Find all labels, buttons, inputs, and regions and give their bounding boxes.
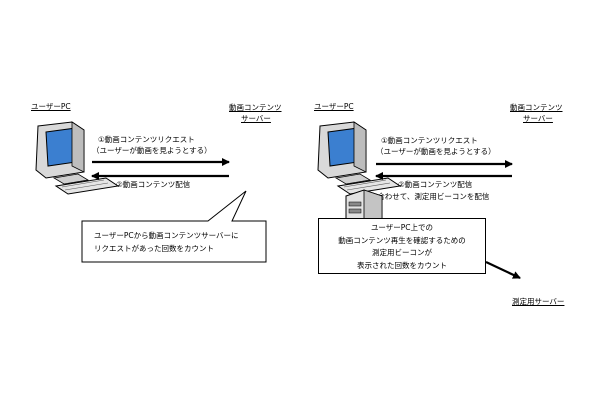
left-callout-line1: ユーザーPCから動画コンテンツサーバーに [94, 231, 239, 240]
measurement-server-label: 測定用サーバー [512, 297, 565, 306]
left-request-label-line2: （ユーザーが動画を見ようとする） [92, 146, 212, 155]
left-callout-text: ユーザーPCから動画コンテンツサーバーに リクエストがあった回数をカウント [82, 221, 266, 262]
left-user-pc-label: ユーザーPC [31, 102, 71, 111]
right-user-pc-label: ユーザーPC [314, 102, 354, 111]
right-server-label-line1: 動画コンテンツ [510, 103, 563, 112]
beacon-arrow [485, 261, 521, 279]
left-server-label-line2: サーバー [241, 114, 271, 123]
left-callout-line2: リクエストがあった回数をカウント [94, 244, 214, 253]
left-server-label-line1: 動画コンテンツ [229, 103, 282, 112]
right-callout-line3: 測定用ビーコンが [372, 248, 432, 257]
right-callout-box: ユーザーPC上での 動画コンテンツ再生を確認するための 測定用ビーコンが 表示さ… [318, 218, 486, 274]
left-computer-icon [35, 121, 120, 195]
right-callout-line2: 動画コンテンツ再生を確認するための [338, 235, 466, 245]
right-request-label-line1: ①動画コンテンツリクエスト [381, 136, 478, 145]
right-callout-line4: 表示された回数をカウント [357, 260, 447, 270]
left-delivery-label: ②動画コンテンツ配信 [116, 180, 191, 189]
left-callout-box [81, 190, 267, 263]
right-server-label-line2: サーバー [523, 114, 553, 123]
right-delivery-label-line1: ②動画コンテンツ配信 [398, 180, 473, 189]
right-callout-line1: ユーザーPC上での [370, 223, 434, 232]
right-delivery-label-line2: ※合わせて、測定用ビーコンを配信 [371, 192, 490, 201]
left-request-label-line1: ①動画コンテンツリクエスト [98, 135, 195, 144]
right-computer-icon [317, 121, 402, 195]
right-request-label-line2: （ユーザーが動画を見ようとする） [376, 147, 496, 156]
